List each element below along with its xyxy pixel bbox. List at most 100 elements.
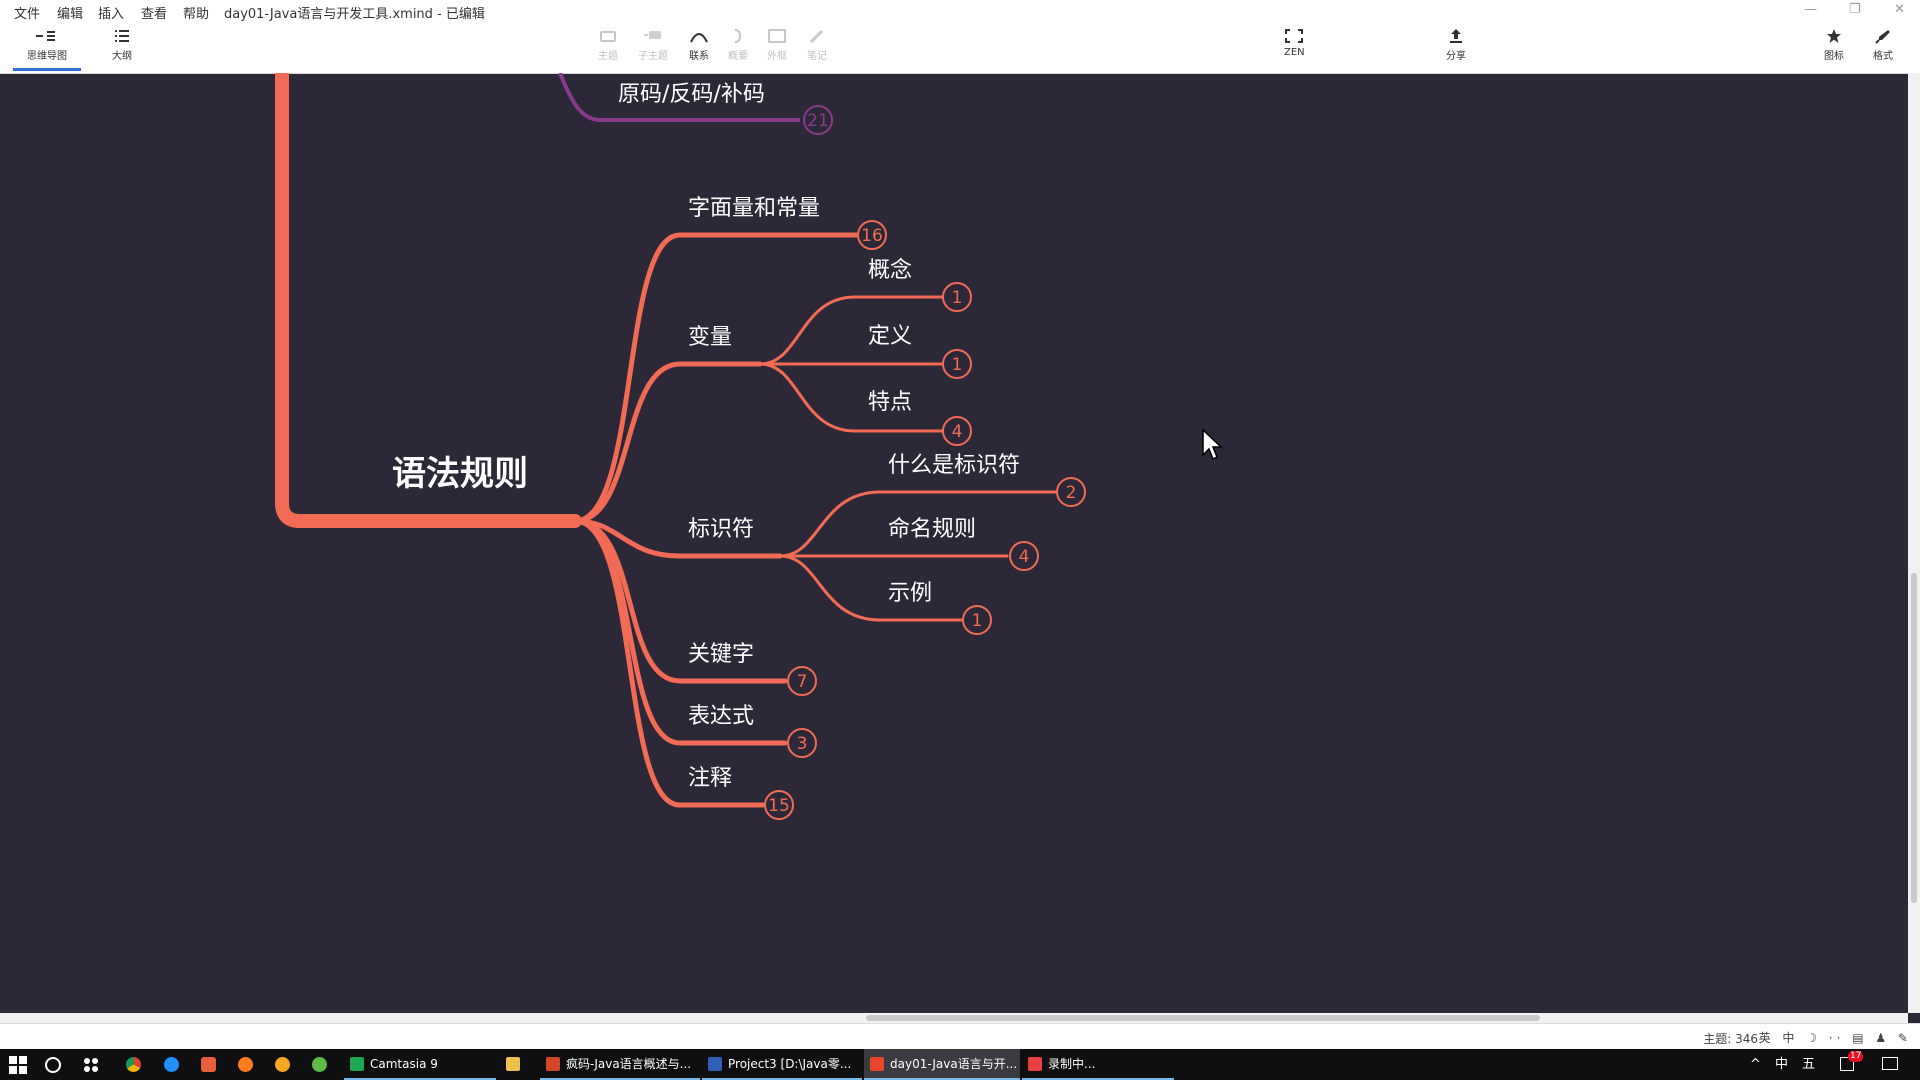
- vertical-scroll-thumb[interactable]: [1911, 573, 1917, 903]
- zen-button[interactable]: ZEN: [1284, 28, 1305, 58]
- vertical-scrollbar[interactable]: [1908, 73, 1920, 1013]
- boundary-label: 外框: [767, 51, 787, 62]
- app-icon-1[interactable]: [201, 1057, 216, 1072]
- menu-edit[interactable]: 编辑: [57, 7, 84, 22]
- icons-panel-label: 图标: [1824, 51, 1844, 62]
- count-naming-rules: 4: [1019, 547, 1030, 567]
- collapse-badge-feature[interactable]: [942, 416, 972, 446]
- intellij-icon: [708, 1057, 722, 1071]
- icons-panel-button[interactable]: 图标: [1824, 28, 1844, 62]
- relationship-label: 联系: [689, 51, 709, 62]
- firefox-icon[interactable]: [238, 1057, 253, 1072]
- chrome-icon[interactable]: [126, 1057, 141, 1072]
- collapse-badge-expression[interactable]: [787, 728, 817, 758]
- task-recording[interactable]: 录制中...: [1022, 1049, 1174, 1080]
- restore-icon[interactable]: ❐: [1849, 2, 1861, 17]
- minimize-icon[interactable]: —: [1804, 2, 1817, 17]
- menu-view[interactable]: 查看: [141, 7, 168, 22]
- menu-file[interactable]: 文件: [14, 7, 41, 22]
- app-icon-2[interactable]: [312, 1057, 327, 1072]
- summary-button[interactable]: 概要: [728, 28, 748, 62]
- topic-label: 主题: [598, 51, 618, 62]
- topic-comment[interactable]: 注释: [688, 766, 733, 791]
- qq-browser-icon[interactable]: [164, 1057, 179, 1072]
- task-powerpoint[interactable]: 疯码-Java语言概述与...: [540, 1049, 700, 1080]
- note-button[interactable]: 笔记: [807, 28, 827, 62]
- cortana-icon[interactable]: [44, 1056, 62, 1074]
- topic-example[interactable]: 示例: [888, 581, 933, 606]
- subtopic-icon: [644, 31, 661, 39]
- title-bar: 文件 编辑 插入 查看 帮助 day01-Java语言与开发工具.xmind -…: [0, 0, 1920, 22]
- topic-identifier[interactable]: 标识符: [688, 517, 755, 542]
- collapse-badge-concept[interactable]: [942, 282, 972, 312]
- count-definition: 1: [952, 355, 963, 375]
- branch-line-prev: [558, 73, 800, 122]
- format-panel-button[interactable]: 格式: [1873, 28, 1893, 62]
- topic-prev-branch[interactable]: 原码/反码/补码: [618, 82, 765, 107]
- horizontal-scrollbar[interactable]: [0, 1013, 1908, 1023]
- boundary-icon: [768, 29, 786, 43]
- topic-concept[interactable]: 概念: [868, 258, 913, 283]
- task-view-icon[interactable]: [82, 1056, 100, 1074]
- boundary-button[interactable]: 外框: [767, 28, 787, 62]
- tray-language[interactable]: 中: [1775, 1057, 1789, 1072]
- count-example: 1: [972, 611, 983, 631]
- menu-help[interactable]: 帮助: [183, 7, 210, 22]
- taskbar: Camtasia 9 疯码-Java语言概述与... Project3 [D:\…: [0, 1049, 1920, 1080]
- topic-definition[interactable]: 定义: [868, 324, 913, 349]
- subtopic-label: 子主题: [638, 51, 668, 62]
- tray-ime[interactable]: 五: [1802, 1057, 1816, 1072]
- task-camtasia[interactable]: Camtasia 9: [344, 1049, 496, 1080]
- mindmap-icon: [36, 31, 55, 41]
- tray-overflow-icon[interactable]: ^: [1750, 1057, 1761, 1072]
- windows-start-icon[interactable]: [9, 1056, 27, 1074]
- topic-expression[interactable]: 表达式: [688, 704, 755, 729]
- share-label: 分享: [1446, 51, 1466, 62]
- format-panel-label: 格式: [1873, 51, 1893, 62]
- topic-variable[interactable]: 变量: [688, 325, 733, 350]
- collapse-badge-definition[interactable]: [942, 349, 972, 379]
- topic-root[interactable]: 语法规则: [392, 454, 528, 494]
- collapse-badge-naming-rules[interactable]: [1009, 541, 1039, 571]
- collapse-badge-comment[interactable]: [764, 790, 794, 820]
- mindmap-canvas[interactable]: 21 16 1 1 4 2 4 1 7 3 15 原码/反码/补码 语法规则 字…: [0, 73, 1908, 1013]
- xmind-icon: [870, 1057, 884, 1071]
- ime-toolbar[interactable]: 英 中 ☽ ·· ▤ ♟ ✎: [1758, 1031, 1912, 1045]
- collapse-badge-example[interactable]: [962, 605, 992, 635]
- topic-literals[interactable]: 字面量和常量: [688, 196, 821, 221]
- task-intellij[interactable]: Project3 [D:\Java零...: [702, 1049, 862, 1080]
- topic-what-identifier[interactable]: 什么是标识符: [888, 453, 1021, 478]
- task-explorer[interactable]: [500, 1049, 540, 1080]
- recording-icon: [1028, 1057, 1042, 1071]
- fullscreen-icon: [1285, 29, 1304, 43]
- subtopic-button[interactable]: 子主题: [638, 28, 668, 62]
- topic-button[interactable]: 主题: [598, 28, 618, 62]
- collapse-badge-literals[interactable]: [857, 220, 887, 250]
- topic-naming-rules[interactable]: 命名规则: [888, 517, 977, 542]
- collapse-badge-what-identifier[interactable]: [1056, 477, 1086, 507]
- window-title: day01-Java语言与开发工具.xmind - 已编辑: [224, 7, 485, 22]
- topic-feature[interactable]: 特点: [868, 390, 913, 415]
- mouse-cursor-icon: [1202, 429, 1223, 461]
- notification-app-icon[interactable]: [1840, 1057, 1854, 1071]
- task-xmind[interactable]: day01-Java语言与开...: [864, 1049, 1020, 1080]
- branch-line-comment: [572, 518, 766, 808]
- relationship-icon: [690, 33, 708, 43]
- view-mindmap-button[interactable]: 思维导图: [13, 28, 81, 71]
- status-bar: 主题: 346 英 中 ☽ ·· ▤ ♟ ✎: [0, 1023, 1920, 1050]
- brush-icon: [1875, 30, 1890, 44]
- close-icon[interactable]: ✕: [1894, 2, 1905, 17]
- topic-keyword[interactable]: 关键字: [688, 642, 755, 667]
- branch-line-literals: [572, 232, 875, 524]
- action-center-icon[interactable]: [1882, 1057, 1898, 1070]
- collapse-badge-keyword[interactable]: [787, 666, 817, 696]
- relationship-button[interactable]: 联系: [688, 28, 710, 62]
- menu-insert[interactable]: 插入: [98, 7, 125, 22]
- horizontal-scroll-thumb[interactable]: [866, 1015, 1540, 1021]
- search-app-icon[interactable]: [275, 1057, 290, 1072]
- share-button[interactable]: 分享: [1446, 28, 1466, 62]
- topic-icon: [600, 31, 616, 42]
- collapse-badge-prev[interactable]: [803, 105, 833, 135]
- view-outline-button[interactable]: 大纲: [112, 28, 132, 62]
- branch-line-example: [778, 554, 963, 622]
